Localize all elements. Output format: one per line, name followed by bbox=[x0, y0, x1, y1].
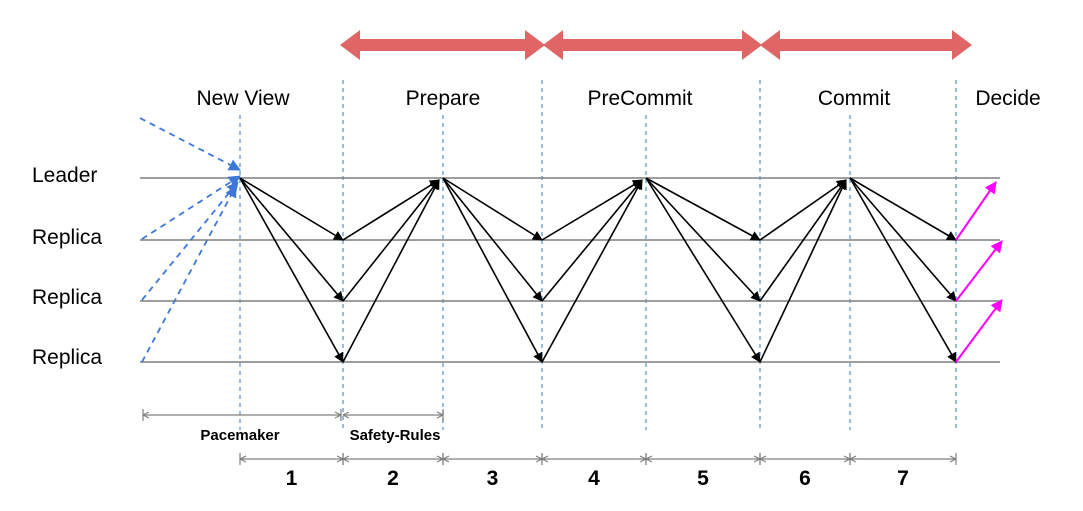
new-view-arrow-replica-2 bbox=[141, 181, 239, 301]
decide-messages bbox=[955, 181, 1003, 363]
phase-dividers bbox=[239, 80, 957, 430]
step-span-2 bbox=[342, 453, 444, 465]
step-label-5: 5 bbox=[697, 467, 709, 490]
step-span-line bbox=[849, 453, 957, 465]
message-arrow-broadcast bbox=[442, 177, 543, 363]
step-span-6 bbox=[759, 453, 851, 465]
message-arrow-broadcast bbox=[442, 177, 543, 302]
message-arrow-vote bbox=[342, 179, 440, 241]
protocol-messages bbox=[239, 177, 957, 363]
message-arrow-vote bbox=[342, 179, 440, 363]
phase-label-new-view: New View bbox=[197, 87, 291, 110]
phase-arrow-commit bbox=[760, 30, 972, 60]
step-measures: 1 2 3 4 5 6 7 bbox=[239, 453, 957, 490]
span-arrowheads bbox=[142, 411, 342, 419]
message-arrow-broadcast bbox=[849, 177, 957, 302]
step-span-7 bbox=[849, 453, 957, 465]
message-arrow-vote bbox=[541, 179, 643, 241]
step-span-line bbox=[759, 453, 851, 465]
phase-arrows bbox=[340, 30, 972, 60]
message-arrow-broadcast bbox=[645, 177, 761, 363]
span-label-pacemaker: Pacemaker bbox=[200, 427, 279, 444]
decide-arrow-replica-3 bbox=[955, 299, 1003, 363]
message-arrow-broadcast bbox=[849, 177, 957, 363]
span-arrowheads bbox=[342, 411, 444, 419]
step-span-line bbox=[239, 453, 344, 465]
phase-label-prepare: Prepare bbox=[406, 87, 481, 110]
phase-label-decide: Decide bbox=[975, 87, 1040, 110]
phase-arrow-prepare bbox=[340, 30, 545, 60]
span-label-safety-rules: Safety-Rules bbox=[350, 427, 441, 444]
row-labels: Leader Replica Replica Replica bbox=[32, 164, 102, 369]
row-label-replica-2: Replica bbox=[32, 286, 102, 309]
decide-arrow-replica-1 bbox=[955, 181, 997, 241]
decide-arrow-replica-2 bbox=[955, 240, 1003, 302]
step-label-1: 1 bbox=[286, 467, 298, 490]
step-span-line bbox=[342, 453, 444, 465]
row-label-leader: Leader bbox=[32, 164, 97, 187]
new-view-arrow-replica-3 bbox=[141, 185, 237, 363]
step-label-7: 7 bbox=[897, 467, 909, 490]
step-label-2: 2 bbox=[387, 467, 399, 490]
message-arrow-broadcast bbox=[849, 177, 957, 241]
span-measures bbox=[142, 409, 444, 421]
message-arrow-vote bbox=[541, 179, 643, 302]
message-arrow-broadcast bbox=[645, 177, 761, 241]
message-arrow-vote bbox=[541, 179, 643, 363]
row-label-replica-1: Replica bbox=[32, 226, 102, 249]
row-label-replica-3: Replica bbox=[32, 346, 102, 369]
step-span-1 bbox=[239, 453, 344, 465]
message-arrow-broadcast bbox=[239, 177, 344, 302]
message-arrow-broadcast bbox=[645, 177, 761, 302]
step-span-line bbox=[442, 453, 543, 465]
message-arrow-vote bbox=[759, 179, 847, 241]
message-arrow-vote bbox=[759, 179, 847, 302]
step-span-3 bbox=[442, 453, 543, 465]
new-view-arrow-top bbox=[139, 117, 241, 171]
step-span-line bbox=[645, 453, 761, 465]
new-view-arrow-replica-1 bbox=[141, 175, 241, 240]
message-arrow-vote bbox=[759, 179, 847, 363]
message-arrow-broadcast bbox=[239, 177, 344, 241]
message-arrow-vote bbox=[342, 179, 440, 302]
step-span-5 bbox=[645, 453, 761, 465]
phase-label-precommit: PreCommit bbox=[587, 87, 692, 110]
step-span-4 bbox=[541, 453, 647, 465]
step-label-6: 6 bbox=[799, 467, 811, 490]
new-view-messages bbox=[139, 117, 241, 363]
step-span-line bbox=[541, 453, 647, 465]
timelines bbox=[140, 177, 1000, 363]
step-label-3: 3 bbox=[487, 467, 499, 490]
phase-arrow-precommit bbox=[543, 30, 762, 60]
phase-labels: New View Prepare PreCommit Commit Decide bbox=[197, 87, 1041, 110]
message-arrow-broadcast bbox=[442, 177, 543, 241]
step-label-4: 4 bbox=[588, 467, 600, 490]
message-arrow-broadcast bbox=[239, 177, 344, 363]
phase-label-commit: Commit bbox=[818, 87, 890, 110]
